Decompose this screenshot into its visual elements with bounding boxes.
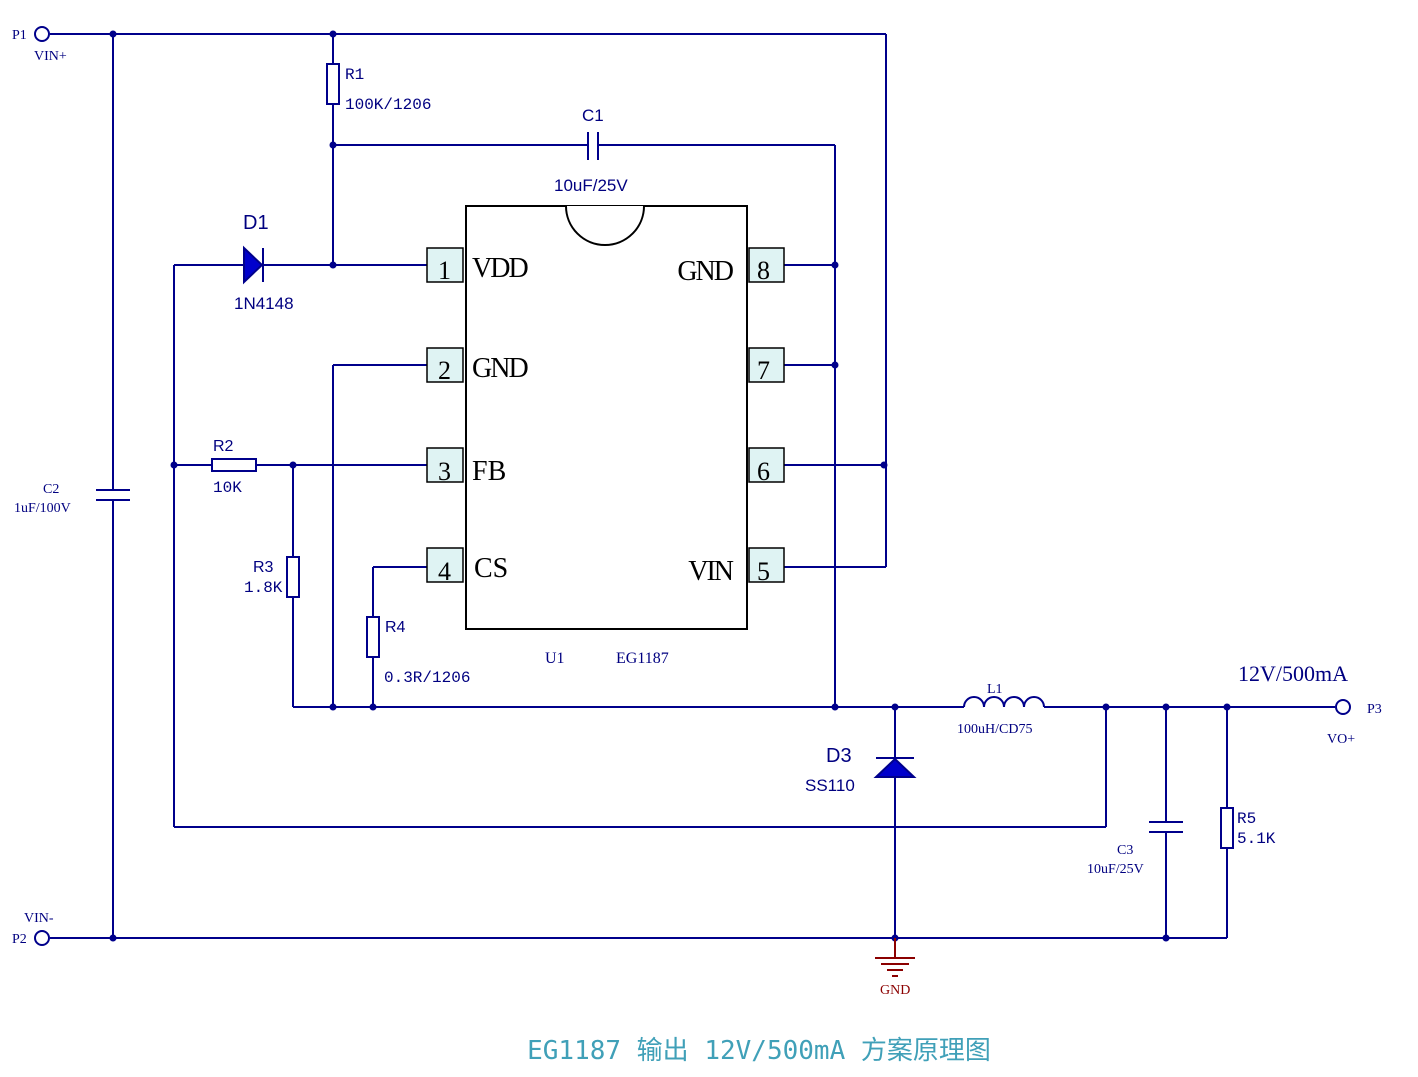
diode-d1: D1 1N4148 bbox=[234, 212, 294, 313]
port-p2-net: VIN- bbox=[24, 911, 54, 926]
ic-pin-3-box bbox=[426, 447, 464, 483]
c3-value: 10uF/25V bbox=[1087, 862, 1144, 877]
r3-value: 1.8K bbox=[244, 579, 283, 597]
wires bbox=[50, 33, 1335, 958]
ic-pin-1-num: 1 bbox=[438, 256, 451, 285]
diagram-caption: EG1187 输出 12V/500mA 方案原理图 bbox=[527, 1036, 991, 1066]
capacitor-c3: C3 10uF/25V bbox=[1087, 821, 1183, 877]
c1-ref: C1 bbox=[582, 106, 604, 125]
ic-part: EG1187 bbox=[616, 650, 669, 667]
resistor-r4: R4 0.3R/1206 bbox=[366, 616, 470, 687]
r3-ref: R3 bbox=[253, 559, 274, 576]
capacitor-c1: C1 10uF/25V bbox=[554, 106, 628, 195]
ic-pin-2-num: 2 bbox=[438, 356, 451, 385]
diode-d3: D3 SS110 bbox=[805, 745, 917, 795]
resistor-r5: R5 5.1K bbox=[1220, 807, 1276, 849]
ic-pin-6-num: 6 bbox=[757, 457, 770, 486]
resistor-r3: R3 1.8K bbox=[244, 556, 300, 598]
inductor-l1: L1 100uH/CD75 bbox=[957, 682, 1045, 737]
ic-pin-7-num: 7 bbox=[757, 356, 770, 385]
ic-pin-3-name: FB bbox=[472, 456, 506, 487]
ic-pin-4-box bbox=[426, 547, 464, 583]
ic-pin-5-box bbox=[748, 547, 785, 583]
r1-value: 100K/1206 bbox=[345, 96, 431, 114]
ic-pin-1-box bbox=[426, 247, 464, 283]
port-p2-ref: P2 bbox=[12, 932, 27, 947]
port-p1-net: VIN+ bbox=[34, 49, 67, 64]
ic-body bbox=[465, 205, 748, 630]
c2-ref: C2 bbox=[43, 482, 59, 497]
ic-pin-1-name: VDD bbox=[472, 253, 528, 284]
port-p1-ref: P1 bbox=[12, 28, 27, 43]
c1-value: 10uF/25V bbox=[554, 176, 628, 195]
l1-ref: L1 bbox=[987, 682, 1003, 697]
r4-value: 0.3R/1206 bbox=[384, 669, 470, 687]
r2-value: 10K bbox=[213, 479, 242, 497]
ic-ref: U1 bbox=[545, 650, 565, 667]
ic-pin-8-name: GND bbox=[677, 256, 733, 287]
resistor-r2: R2 10K bbox=[211, 438, 257, 497]
ic-pin-4-num: 4 bbox=[438, 557, 451, 586]
junctions bbox=[109, 30, 1231, 942]
port-p3: P3 VO+ bbox=[1327, 699, 1382, 747]
ic-pin-5-num: 5 bbox=[757, 557, 770, 586]
d3-value: SS110 bbox=[805, 776, 855, 795]
ic-pin-6-box bbox=[748, 447, 785, 483]
ic-pin-4-name: CS bbox=[474, 553, 508, 584]
ic-pin-3-num: 3 bbox=[438, 457, 451, 486]
ic-pin-7-box bbox=[748, 347, 785, 383]
resistor-r1: R1 100K/1206 bbox=[326, 63, 431, 114]
port-p3-net: VO+ bbox=[1327, 732, 1355, 747]
d1-ref: D1 bbox=[243, 212, 269, 234]
d3-ref: D3 bbox=[826, 745, 852, 767]
ic-pin-2-box bbox=[426, 347, 464, 383]
ic-pin-8-num: 8 bbox=[757, 256, 770, 285]
port-p1: P1 VIN+ bbox=[12, 26, 67, 64]
ic-pin-8-box bbox=[748, 247, 785, 283]
r5-value: 5.1K bbox=[1237, 830, 1276, 848]
port-p2: P2 VIN- bbox=[12, 911, 54, 947]
r4-ref: R4 bbox=[385, 619, 406, 636]
c2-value: 1uF/100V bbox=[14, 501, 71, 516]
port-p3-ref: P3 bbox=[1367, 702, 1382, 717]
ic-pin-2-name: GND bbox=[472, 353, 528, 384]
r1-ref: R1 bbox=[345, 66, 364, 84]
capacitor-c2: C2 1uF/100V bbox=[14, 482, 130, 516]
d1-value: 1N4148 bbox=[234, 294, 294, 313]
r2-ref: R2 bbox=[213, 438, 234, 455]
ground-symbol: GND bbox=[875, 938, 915, 998]
l1-value: 100uH/CD75 bbox=[957, 722, 1032, 737]
ic-pin-5-name: VIN bbox=[688, 556, 734, 587]
ic-u1: 1 2 3 4 5 6 7 8 VDD GND FB CS VIN GND U1… bbox=[426, 205, 785, 667]
ground-label: GND bbox=[880, 983, 910, 998]
ic-notch bbox=[565, 205, 645, 246]
output-spec-label: 12V/500mA bbox=[1238, 661, 1348, 686]
c3-ref: C3 bbox=[1117, 843, 1133, 858]
r5-ref: R5 bbox=[1237, 810, 1256, 828]
